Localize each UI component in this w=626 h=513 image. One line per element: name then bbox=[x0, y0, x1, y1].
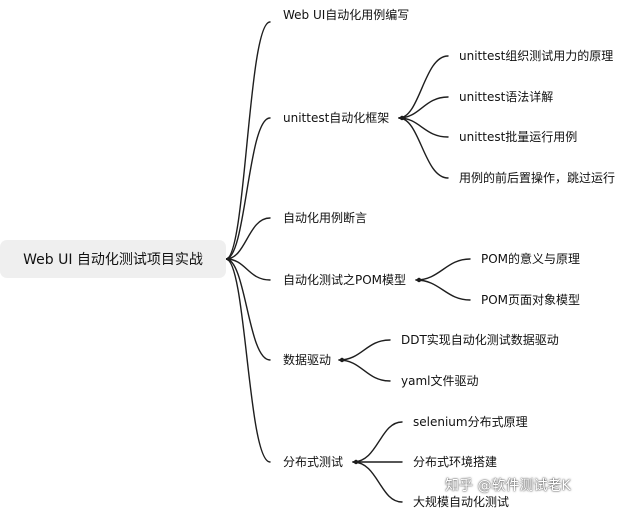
connector-root-distributed bbox=[225, 258, 271, 463]
connector-dist-1 bbox=[352, 421, 403, 463]
hub-ddt bbox=[339, 357, 345, 363]
branch-data-driven[interactable]: 数据驱动 bbox=[283, 353, 332, 367]
hub-unittest bbox=[399, 115, 405, 121]
hub-root bbox=[226, 256, 232, 262]
leaf-ddt-data-driven[interactable]: DDT实现自动化测试数据驱动 bbox=[401, 333, 559, 347]
leaf-distributed-env[interactable]: 分布式环境搭建 bbox=[413, 455, 498, 469]
connector-unittest-2 bbox=[398, 96, 449, 119]
connector-unittest-3 bbox=[398, 117, 449, 138]
leaf-pom-page-object[interactable]: POM页面对象模型 bbox=[481, 293, 581, 307]
root-node[interactable]: Web UI 自动化测试项目实战 bbox=[0, 240, 226, 278]
connector-pom-2 bbox=[415, 279, 471, 301]
leaf-unittest-batch-run[interactable]: unittest批量运行用例 bbox=[459, 130, 578, 144]
branch-distributed-testing[interactable]: 分布式测试 bbox=[283, 455, 344, 469]
branch-web-ui-cases[interactable]: Web UI自动化用例编写 bbox=[283, 8, 410, 22]
connector-root-unittest bbox=[225, 117, 271, 260]
leaf-selenium-distributed[interactable]: selenium分布式原理 bbox=[413, 415, 528, 429]
connector-unittest-4 bbox=[398, 117, 449, 179]
connector-ddt-2 bbox=[338, 359, 391, 382]
connector-unittest-1 bbox=[398, 55, 449, 119]
leaf-unittest-principle[interactable]: unittest组织测试用力的原理 bbox=[459, 49, 614, 63]
leaf-unittest-syntax[interactable]: unittest语法详解 bbox=[459, 90, 554, 104]
hub-pom bbox=[416, 277, 422, 283]
leaf-unittest-setup-skip[interactable]: 用例的前后置操作，跳过运行 bbox=[459, 171, 616, 185]
watermark: 知乎 @软件测试老K bbox=[445, 478, 571, 494]
connector-ddt-1 bbox=[338, 339, 391, 361]
leaf-yaml-driven[interactable]: yaml文件驱动 bbox=[401, 374, 479, 388]
connector-root-ddt bbox=[225, 258, 271, 361]
connector-root-assert bbox=[225, 217, 271, 260]
branch-unittest-framework[interactable]: unittest自动化框架 bbox=[283, 111, 390, 125]
branch-pom-model[interactable]: 自动化测试之POM模型 bbox=[283, 273, 407, 287]
connector-root-web-ui bbox=[225, 21, 271, 260]
connector-pom-1 bbox=[415, 258, 471, 281]
leaf-large-scale-testing[interactable]: 大规模自动化测试 bbox=[413, 495, 510, 509]
leaf-pom-meaning[interactable]: POM的意义与原理 bbox=[481, 252, 581, 266]
branch-assertion[interactable]: 自动化用例断言 bbox=[283, 211, 368, 225]
connector-dist-3 bbox=[352, 461, 403, 503]
hub-distributed bbox=[353, 459, 359, 465]
root-label: Web UI 自动化测试项目实战 bbox=[23, 252, 203, 268]
